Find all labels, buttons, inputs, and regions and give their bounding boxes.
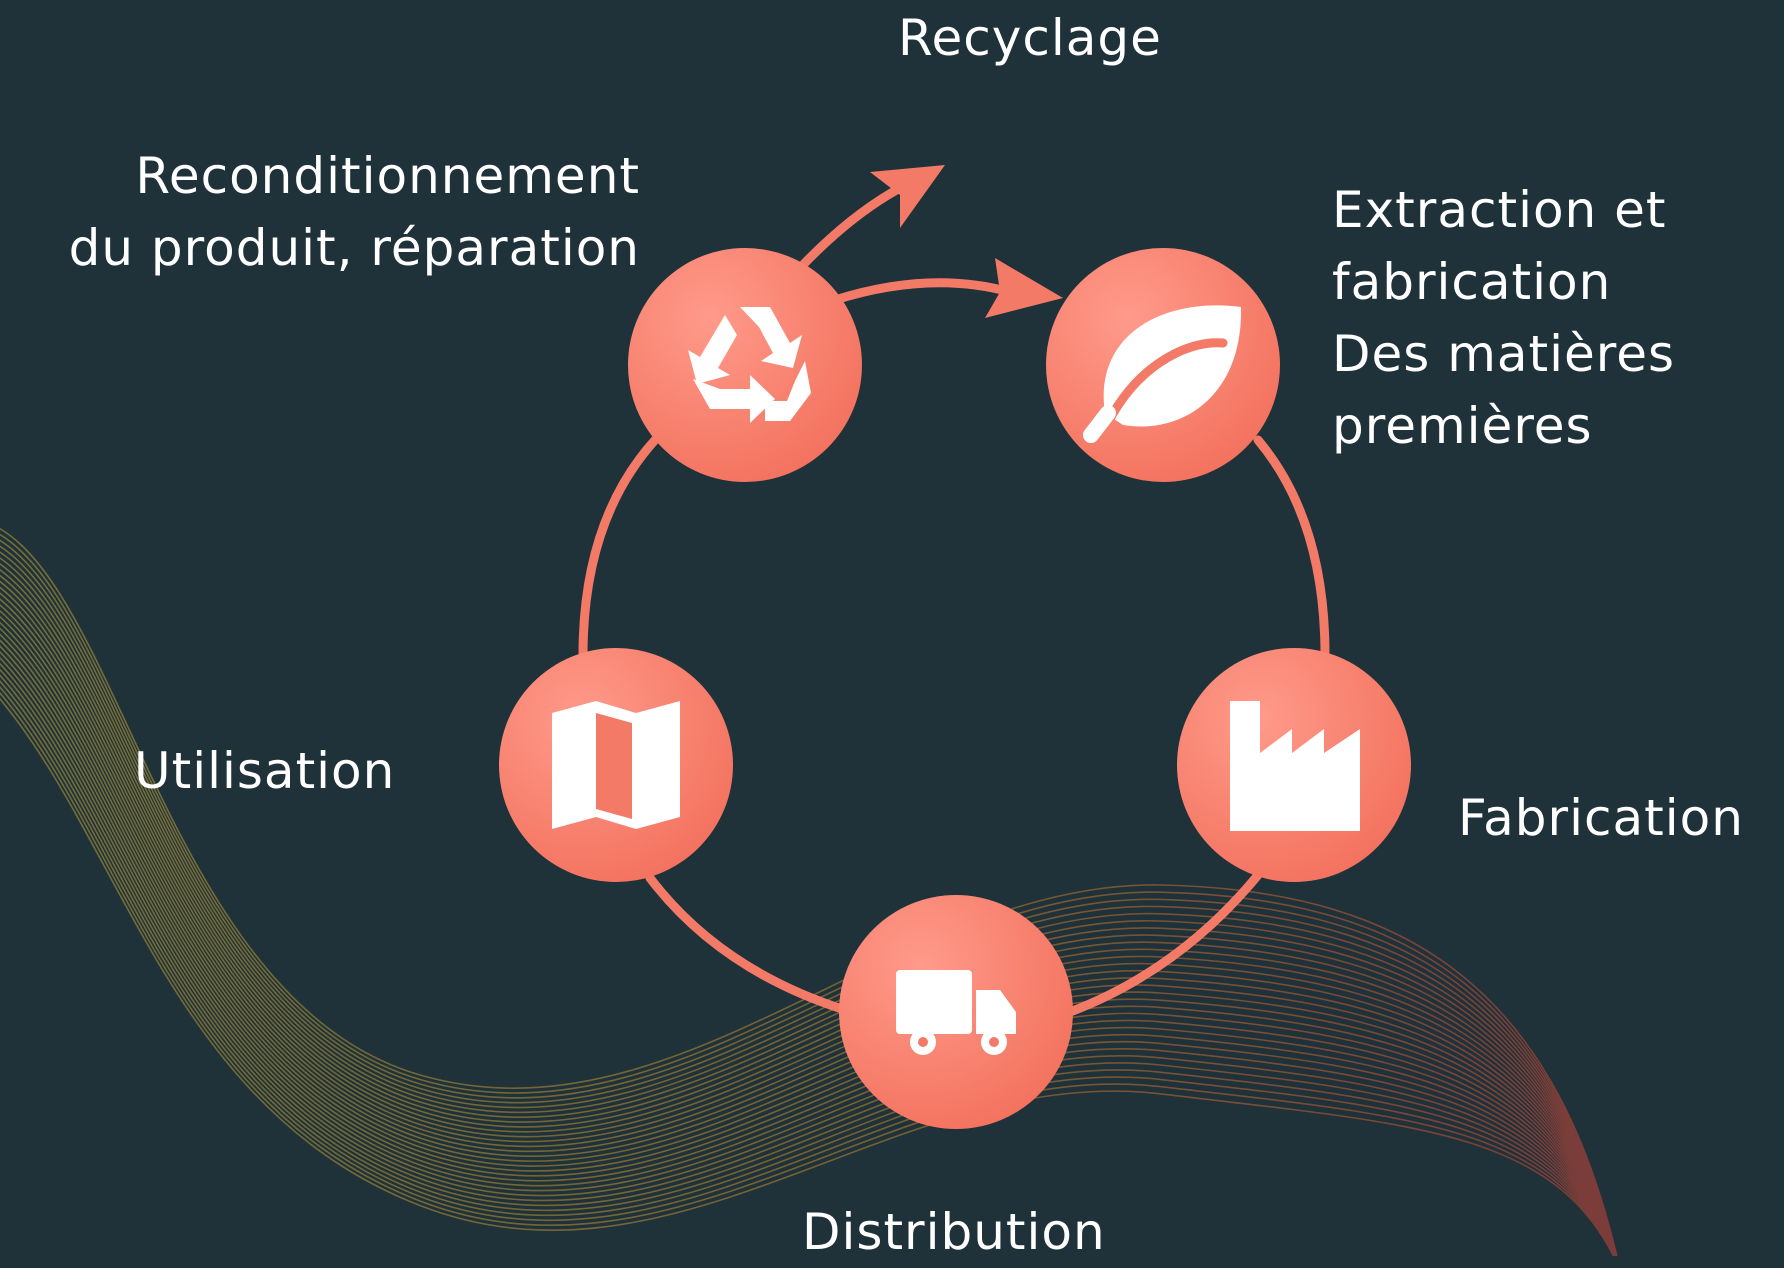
wave-line: [0, 674, 1616, 1256]
node-fabrication: [1177, 648, 1411, 882]
leaf-icon: [1083, 305, 1242, 443]
wave-line: [0, 563, 1618, 1256]
wave-line: [0, 545, 1618, 1256]
factory-icon: [1230, 701, 1360, 831]
wave-line: [0, 662, 1616, 1256]
arrowhead-extraction: [985, 258, 1063, 318]
wave-line: [0, 574, 1617, 1256]
arrowhead-exit: [870, 165, 945, 228]
wave-line: [0, 656, 1616, 1256]
wave-line: [0, 651, 1616, 1256]
node-label-distribution: Distribution: [802, 1203, 1106, 1261]
wave-line: [0, 692, 1615, 1256]
wave-line: [0, 645, 1616, 1256]
wave-line: [0, 580, 1617, 1256]
edge-distribution-utilisation: [645, 873, 850, 1015]
edge-recyclage-extraction: [830, 278, 1015, 305]
wave-line: [0, 697, 1615, 1256]
edge-fabrication-distribution: [1065, 870, 1263, 1017]
node-distribution: [839, 895, 1073, 1129]
wave-line: [0, 615, 1617, 1256]
truck-icon: [896, 970, 1016, 1055]
wave-line: [0, 551, 1618, 1256]
wave-line: [0, 604, 1617, 1256]
wave-line: [0, 598, 1617, 1256]
wave-line: [0, 610, 1617, 1256]
wave-line: [0, 557, 1618, 1256]
recycle-icon: [688, 307, 811, 423]
wave-line: [0, 639, 1616, 1256]
wave-line: [0, 592, 1617, 1256]
node-label-utilisation: Utilisation: [134, 742, 396, 800]
wave-line: [0, 539, 1618, 1256]
edge-extraction-fabrication: [1253, 435, 1330, 660]
node-utilisation: [499, 648, 733, 882]
wave-line: [0, 627, 1617, 1256]
wave-line: [0, 586, 1617, 1256]
wave-line: [0, 528, 1618, 1256]
map-icon: [552, 701, 680, 829]
wave-line: [0, 680, 1615, 1256]
wave-line: [0, 668, 1616, 1256]
node-extraction: [1046, 248, 1280, 482]
cycle-edges: [578, 173, 1330, 1017]
wave-line: [0, 621, 1617, 1256]
wave-line: [0, 533, 1618, 1256]
wave-line: [0, 686, 1615, 1256]
edge-utilisation-recyclage: [578, 435, 660, 660]
node-label-fabrication: Fabrication: [1458, 789, 1744, 847]
exit-label: Recyclage: [898, 9, 1162, 67]
wave-line: [0, 633, 1617, 1256]
wave-line: [0, 569, 1618, 1256]
node-label-extraction: Extraction et fabrication Des matières p…: [1332, 181, 1676, 455]
node-label-recyclage: Reconditionnement du produit, réparation: [68, 147, 640, 277]
node-recyclage: [628, 248, 862, 482]
